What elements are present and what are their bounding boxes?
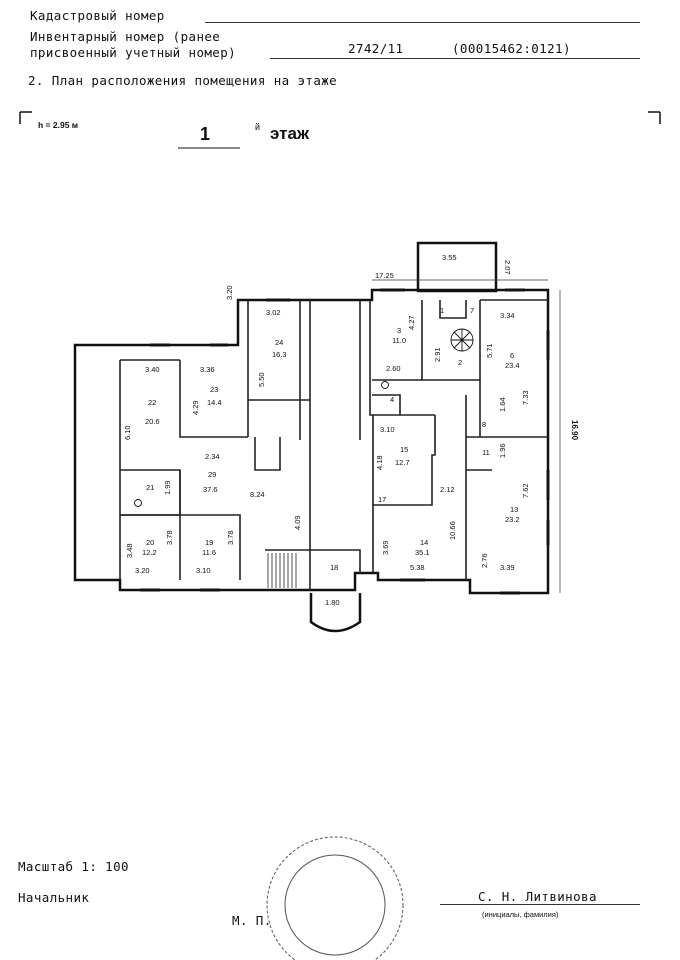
room-area: 16.3 [272,350,287,359]
annex-height-dim: 2.07 [503,260,512,275]
dim-label: 7.62 [521,483,530,498]
dim-label: 4.18 [375,455,384,470]
dim-label: 3.78 [226,530,235,545]
room-number: 1 [440,306,444,315]
inventory-number-value-legacy: (00015462:0121) [452,41,571,56]
dim-label: 4.29 [191,400,200,415]
section-title: 2. План расположения помещения на этаже [28,73,338,88]
toilet-icon [134,499,142,507]
signature-caption: (инициалы, фамилия) [482,910,559,919]
room-number: 23 [210,385,218,394]
room-area: 20.6 [145,417,160,426]
signature-name: С. Н. Литвинова [478,889,597,904]
dim-label: 3.34 [500,311,515,320]
dim-label: 2.76 [480,553,489,568]
official-seal [266,836,404,960]
dim-label: 1.64 [498,397,507,412]
room-area: 37.6 [203,485,218,494]
room-area: 11.6 [202,548,216,557]
room-number: 29 [208,470,216,479]
dim-label: 2.34 [205,452,220,461]
dim-label: 4.27 [407,315,416,330]
room-number: 15 [400,445,408,454]
room-number: 20 [146,538,154,547]
inventory-number-value: 2742/11 [348,41,404,56]
room-number: 22 [148,398,156,407]
dim-label: 3.36 [200,365,215,374]
room-number: 19 [205,538,213,547]
annex-width-dim: 3.55 [442,253,457,262]
dim-label: 1.96 [498,443,507,458]
room-number: 18 [330,563,338,572]
floor-word: этаж [270,124,310,143]
dim-label: 2.12 [440,485,455,494]
dim-label: 3.10 [196,566,211,575]
dim-label: 5.50 [257,372,266,387]
dim-label: 3.48 [125,543,134,558]
room-number: 2 [458,358,462,367]
room-area: 14.4 [207,398,222,407]
inventory-number-line [270,58,640,59]
room-area: 11.0 [392,336,406,345]
dim-label: 2.91 [433,347,442,362]
room-number: 21 [146,483,154,492]
room-area: 12.2 [142,548,157,557]
room-number: 4 [390,395,394,404]
dim-label: 3.10 [380,425,395,434]
room-number: 17 [378,495,386,504]
room-number: 11 [482,448,490,457]
room-number: 6 [510,351,514,360]
room-area: 12.7 [395,458,410,467]
dim-label: 3.78 [165,530,174,545]
inventory-number-label-line2: присвоенный учетный номер) [30,45,237,60]
dim-label: 5.71 [485,343,494,358]
room-number: 7 [470,306,474,315]
dim-label: 10.66 [448,521,457,540]
dim-label: 2.60 [386,364,401,373]
dim-label: 3.02 [266,308,281,317]
dim-label: 4.09 [293,515,302,530]
cadastral-number-line [205,22,640,23]
signature-line [440,904,640,905]
room-number: 13 [510,505,518,514]
total-length-dim: 17.25 [375,271,394,280]
cadastral-number-label: Кадастровый номер [30,8,165,23]
dim-label: 1.99 [163,480,172,495]
dim-label: 3.69 [381,540,390,555]
ceiling-height-note: h = 2.95 м [38,120,78,130]
spiral-stair-icon [450,328,474,352]
dim-label: 6.10 [123,425,132,440]
dim-label: 3.39 [500,563,515,572]
room-area: 23.2 [505,515,520,524]
room-area: 35.1 [415,548,430,557]
room-number: 24 [275,338,283,347]
floor-superscript: й [255,122,260,132]
chief-label: Начальник [18,890,90,905]
room-number: 3 [397,326,401,335]
dim-label: 3.40 [145,365,160,374]
scale-label: Масштаб 1: 100 [18,859,129,874]
porch-dim: 1.80 [325,598,340,607]
total-height-dim: 16.90 [570,420,579,441]
dim-label: 7.33 [521,390,530,405]
room-area: 23.4 [505,361,520,370]
room-number: 8 [482,420,486,429]
mp-label: М. П. [232,913,272,928]
dim-label: 8.24 [250,490,265,499]
toilet-icon [381,381,389,389]
inventory-number-label-line1: Инвентарный номер (ранее [30,29,221,44]
floor-number: 1 [200,124,210,144]
dim-label: 3.20 [135,566,150,575]
dim-label: 5.38 [410,563,425,572]
dim-label: 3.20 [225,285,234,300]
room-number: 14 [420,538,428,547]
